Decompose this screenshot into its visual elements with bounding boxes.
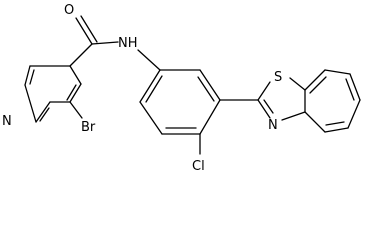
bond-n3-c3a <box>281 111 306 121</box>
bond-ring-carbonyl <box>69 43 93 67</box>
bond-b2-b3 <box>199 69 221 101</box>
bond-b6-b1 <box>139 69 161 103</box>
bond-carbonyl-n <box>91 41 119 45</box>
bond-c5-c4 <box>347 99 361 129</box>
bond-b3-b4 <box>199 99 221 135</box>
label-bromine: Br <box>81 120 96 135</box>
bond-c7-c6 <box>324 69 351 75</box>
pyridine-ring <box>24 65 83 123</box>
bond-s-c7a <box>289 77 306 91</box>
bond-c2-s <box>257 81 271 101</box>
bond-c2-c3-inner <box>29 69 35 85</box>
bond-c5-br <box>69 101 83 119</box>
bond-n1-c2 <box>24 84 37 123</box>
label-thiazole-sulfur: S <box>274 70 282 85</box>
label-thiazole-nitrogen: N <box>268 118 278 133</box>
label-pyridine-nitrogen: N <box>2 114 12 129</box>
label-amide-nitrogen: NH <box>118 36 138 51</box>
bond-b2-b3-inner <box>197 76 215 102</box>
bond-c4-c3a <box>324 127 349 133</box>
bond-c4-c5 <box>69 83 82 103</box>
amide-group <box>69 15 161 71</box>
bond-c4-c3a-inner <box>325 121 345 126</box>
bond-c7a-c7-inner <box>309 76 327 94</box>
label-carbonyl-oxygen: O <box>64 3 74 18</box>
bond-c2-n3 <box>257 99 271 119</box>
bond-c3a-c4b <box>304 111 326 133</box>
molecule-drawing: O NH N Br Cl S N <box>2 3 361 174</box>
bond-c2-c3 <box>24 65 31 86</box>
structure-diagram: O NH N Br Cl S N <box>2 3 361 174</box>
bond-b5-b6 <box>139 101 163 135</box>
bond-c6-n1 <box>35 101 51 123</box>
bond-c6-n1-inner <box>39 107 50 122</box>
chlorophenyl-ring <box>139 69 259 155</box>
bond-c6-c5-inner <box>345 78 355 101</box>
bond-carbonyl-o <box>75 17 93 45</box>
atom-labels: O NH N Br Cl S N <box>2 3 282 174</box>
label-chlorine: Cl <box>192 159 205 174</box>
bond-b6-b1-inner <box>145 75 163 103</box>
bond-carbonyl-o-double <box>80 15 98 43</box>
bond-c6-c5 <box>349 73 361 101</box>
bond-c4-c5-inner <box>66 84 77 101</box>
bond-c3-c4 <box>69 65 82 85</box>
bond-c2-n3-inner <box>263 99 274 114</box>
bond-n-aryl <box>137 49 161 71</box>
bond-c7a-c7 <box>304 69 326 91</box>
benzothiazole-group <box>257 69 361 133</box>
